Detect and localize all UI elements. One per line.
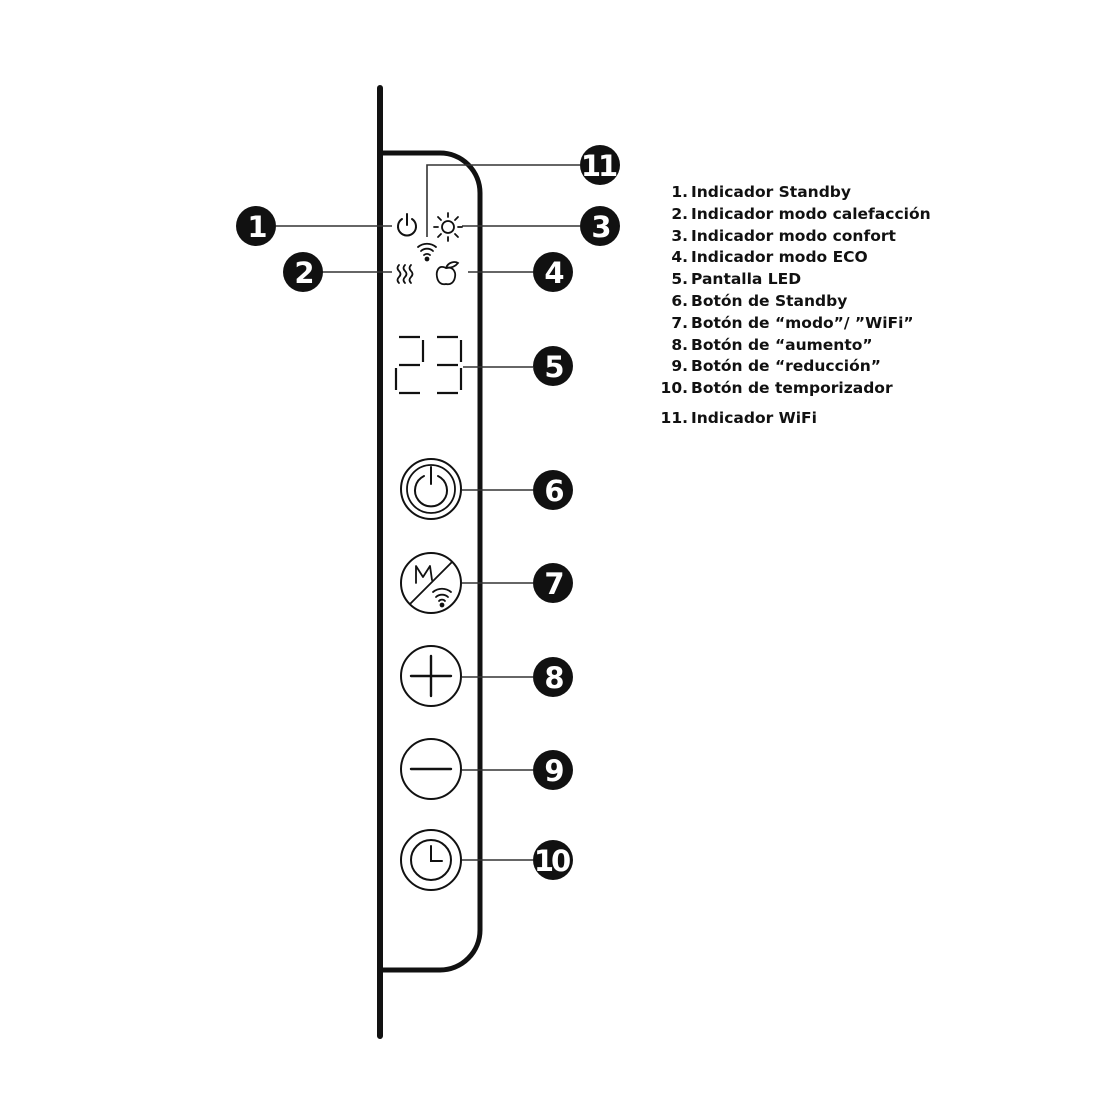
svg-text:9: 9: [544, 754, 563, 788]
legend-item: 3.Indicador modo confort: [671, 226, 896, 245]
control-panel-body: [380, 150, 483, 973]
svg-text:8: 8: [544, 661, 563, 695]
legend-item: 5.Pantalla LED: [671, 270, 802, 289]
legend-item: 6.Botón de Standby: [671, 291, 848, 310]
legend: 1.Indicador Standby 2.Indicador modo cal…: [654, 182, 954, 430]
plus-icon: [409, 654, 453, 698]
callout-5: 5: [533, 346, 573, 386]
callout-7: 7: [533, 563, 573, 603]
svg-text:10: 10: [534, 844, 570, 878]
svg-text:3: 3: [591, 210, 609, 244]
mode-wifi-icon: [409, 561, 453, 608]
callout-11: 11: [580, 145, 620, 185]
power-icon: [397, 213, 417, 237]
svg-text:6: 6: [544, 474, 563, 508]
leader-lines: [276, 164, 580, 861]
callout-9: 9: [533, 750, 573, 790]
heat-waves-icon: [396, 264, 414, 284]
decrease-button[interactable]: [400, 738, 462, 800]
svg-text:7: 7: [544, 567, 562, 601]
callout-4: 4: [533, 252, 573, 292]
callout-2: 2: [283, 252, 323, 292]
increase-button[interactable]: [400, 645, 462, 707]
callout-1: 1: [236, 206, 276, 246]
power-icon: [414, 466, 448, 508]
standby-button[interactable]: [400, 458, 462, 520]
svg-text:1: 1: [247, 210, 266, 244]
legend-item: 9.Botón de “reducción”: [671, 357, 881, 376]
legend-item: 4.Indicador modo ECO: [671, 248, 868, 267]
svg-text:11: 11: [581, 149, 617, 183]
svg-text:2: 2: [294, 256, 312, 290]
svg-text:5: 5: [544, 350, 563, 384]
legend-item: 11.Indicador WiFi: [660, 408, 817, 427]
callout-8: 8: [533, 657, 573, 697]
callout-10: 10: [533, 840, 573, 880]
svg-text:4: 4: [544, 256, 563, 290]
apple-leaf-icon: [435, 261, 460, 286]
clock-icon: [410, 839, 452, 881]
legend-item: 8.Botón de “aumento”: [671, 335, 873, 354]
legend-item: 2.Indicador modo calefacción: [671, 204, 931, 223]
timer-button[interactable]: [400, 829, 462, 891]
wifi-icon: [417, 242, 437, 262]
legend-item: 1.Indicador Standby: [671, 183, 852, 201]
led-display: [394, 335, 463, 395]
mode-wifi-button[interactable]: [400, 552, 462, 614]
sun-icon: [433, 212, 463, 242]
callout-3: 3: [580, 206, 620, 246]
legend-item: 7.Botón de “modo”/ ”WiFi”: [671, 313, 914, 332]
callout-6: 6: [533, 470, 573, 510]
legend-item: 10.Botón de temporizador: [660, 379, 893, 398]
